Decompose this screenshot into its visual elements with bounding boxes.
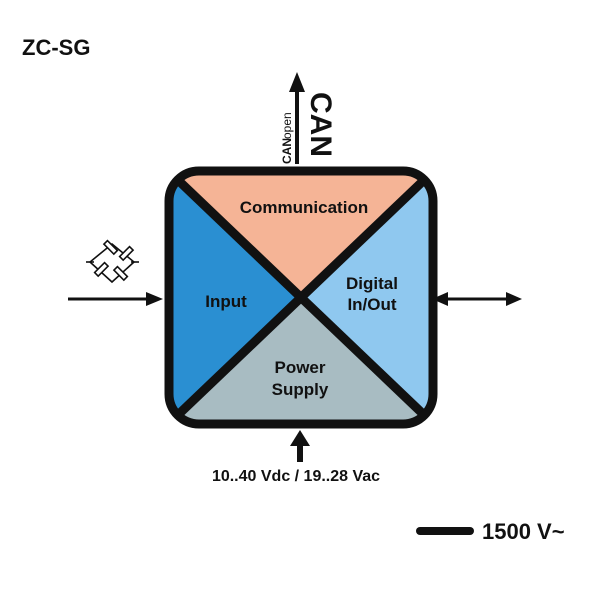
- module-block: [169, 171, 433, 424]
- communication-label: Communication: [240, 198, 368, 217]
- digital-label: Digital: [346, 274, 398, 293]
- power-supply-spec: 10..40 Vdc / 19..28 Vac: [212, 468, 380, 485]
- power-label: Power: [274, 358, 325, 377]
- power-supply-section: [169, 297, 433, 424]
- strain-gauge-bridge-icon: [86, 239, 139, 284]
- input-arrow-head: [146, 292, 163, 306]
- module-border: [164, 166, 438, 429]
- input-section: [169, 171, 301, 424]
- in-out-label: In/Out: [347, 295, 396, 314]
- communication-section: [169, 171, 433, 297]
- input-label: Input: [205, 292, 247, 311]
- diagonal-line-2: [176, 178, 426, 417]
- digital-io-section: [301, 171, 433, 424]
- isolation-label: 1500 V~: [482, 519, 565, 544]
- can-large-logo: CAN: [304, 92, 337, 157]
- digital-arrow-head-left: [432, 292, 448, 306]
- can-arrow-head: [289, 72, 305, 92]
- digital-arrow-head-right: [506, 292, 522, 306]
- canopen-open: open: [280, 112, 294, 139]
- device-title: ZC-SG: [22, 35, 90, 60]
- supply-label: Supply: [272, 380, 329, 399]
- canopen-logo: CAN open CAN: [280, 92, 337, 164]
- power-arrow-head: [290, 430, 310, 446]
- canopen-can-small: CAN: [280, 138, 294, 164]
